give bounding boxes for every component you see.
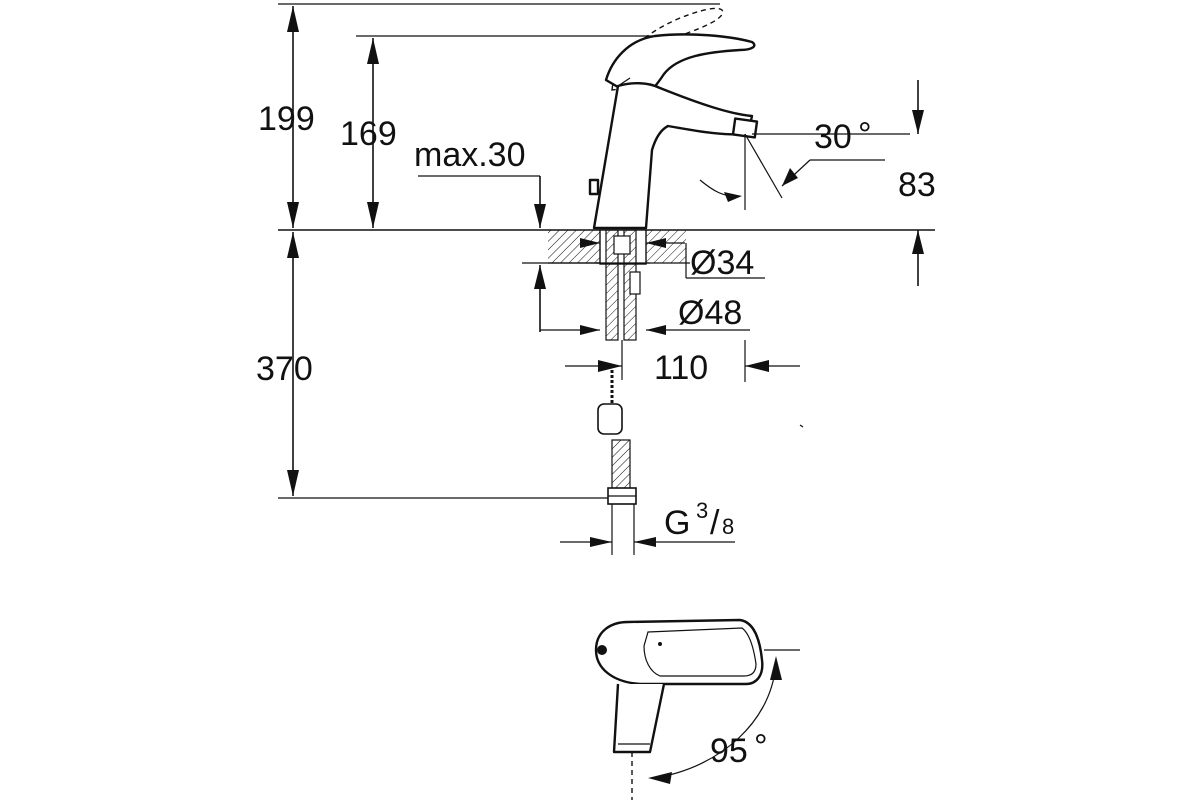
dim-95-label: 95 (710, 732, 748, 770)
dim-thread-numerator: 3 (696, 498, 708, 523)
dim-max30: max.30 (414, 136, 600, 332)
dim-30deg: 30 ° (699, 116, 910, 210)
dim-370-label: 370 (256, 350, 313, 388)
dim-thread-slash: / (710, 504, 720, 542)
aerator (731, 117, 759, 139)
dim-370: 370 (256, 232, 608, 499)
dim-30-label: 30 (814, 118, 852, 156)
dim-199: 199 (258, 3, 720, 228)
dim-83: 83 (898, 80, 936, 286)
dim-110-label: 110 (654, 349, 708, 387)
drain-knob (588, 178, 600, 196)
dim-d34: Ø34 (580, 238, 765, 282)
dim-thread-letter: G (664, 504, 690, 542)
dim-169-label: 169 (340, 115, 397, 153)
dim-thread: G 3 / 8 (560, 498, 735, 547)
dim-30-degree: ° (858, 116, 872, 154)
top-lever-inner (643, 627, 757, 677)
dim-max30-label: max.30 (414, 136, 526, 174)
flex-hose (597, 370, 637, 555)
dim-d48: Ø48 (540, 294, 750, 335)
dim-95-degree: ° (754, 728, 768, 766)
top-lever-mark (658, 642, 662, 646)
dim-d34-label: Ø34 (690, 244, 754, 282)
dim-thread-denominator: 8 (722, 514, 734, 539)
dim-d48-label: Ø48 (678, 294, 742, 332)
top-view: 95 ° (594, 618, 800, 800)
top-lever-cap (597, 645, 607, 655)
top-lever (594, 618, 764, 686)
top-spout (612, 683, 666, 754)
dim-83-label: 83 (898, 166, 936, 204)
side-view: 199 169 max.30 (256, 3, 936, 555)
dim-95deg: 95 ° (648, 649, 800, 784)
faucet-body (592, 82, 754, 230)
mounting-shank (596, 229, 650, 341)
dim-199-label: 199 (258, 100, 315, 138)
dim-169: 169 (340, 35, 700, 228)
dim-110: 110 (565, 340, 800, 387)
